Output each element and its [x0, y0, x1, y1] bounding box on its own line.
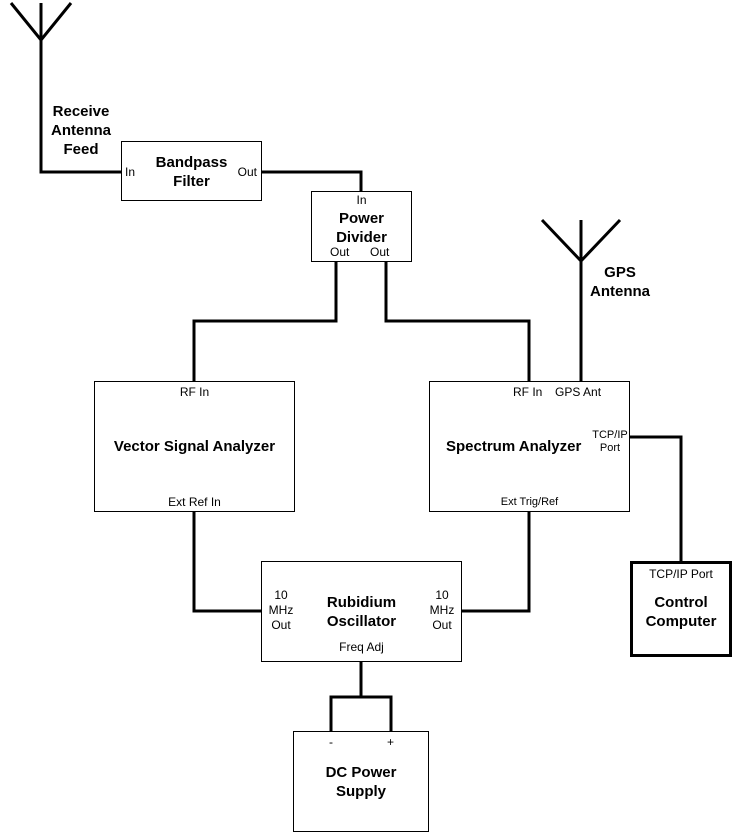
dc-plus-terminal: + — [387, 735, 395, 749]
wire-vsa-rubidium — [192, 510, 262, 613]
wire-rubidium-dc — [329, 661, 393, 732]
bandpass-filter-title: Bandpass Filter — [155, 154, 228, 190]
wire-filter-divider — [261, 170, 363, 192]
sa-rf-in-port: RF In — [513, 385, 543, 399]
receive-antenna-icon — [9, 2, 122, 174]
power-divider-in-port: In — [356, 193, 367, 207]
rubidium-freq-adj-port: Freq Adj — [339, 640, 384, 654]
spectrum-analyzer-block: RF In GPS Ant Spectrum Analyzer TCP/IP P… — [429, 381, 630, 512]
vsa-title: Vector Signal Analyzer — [113, 438, 276, 455]
gps-antenna-label: GPS Antenna — [590, 264, 650, 300]
vector-signal-analyzer-block: RF In Vector Signal Analyzer Ext Ref In — [94, 381, 295, 512]
power-divider-block: In Power Divider Out Out — [311, 191, 412, 262]
wire-tcpip — [628, 435, 683, 562]
rubidium-out-right-port: 10 MHz Out — [429, 588, 455, 632]
sa-gps-ant-port: GPS Ant — [555, 385, 602, 399]
receive-antenna-label: Receive Antenna Feed — [51, 103, 111, 158]
gps-antenna-icon — [540, 218, 622, 382]
wire-divider-sa — [384, 261, 531, 382]
rubidium-oscillator-block: 10 MHz Out 10 MHz Out Rubidium Oscillato… — [261, 561, 462, 662]
power-divider-out1-port: Out — [330, 245, 350, 259]
power-divider-out2-port: Out — [370, 245, 390, 259]
wire-divider-vsa — [192, 261, 338, 382]
vsa-ext-ref-in-port: Ext Ref In — [168, 495, 221, 509]
control-computer-title: Control Computer — [645, 594, 717, 630]
dc-minus-terminal: - — [329, 735, 333, 749]
dc-power-supply-title: DC Power Supply — [325, 764, 397, 800]
dc-power-supply-block: - + DC Power Supply — [293, 731, 429, 832]
sa-ext-trig-ref-port: Ext Trig/Ref — [500, 496, 559, 508]
power-divider-title: Power Divider — [336, 210, 387, 246]
vsa-rf-in-port: RF In — [179, 385, 210, 399]
bandpass-filter-out-port: Out — [237, 165, 257, 179]
bandpass-filter-block: Bandpass Filter In Out — [121, 141, 262, 201]
rubidium-title: Rubidium Oscillator — [326, 594, 397, 630]
sa-tcpip-port: TCP/IP Port — [592, 429, 628, 454]
rubidium-out-left-port: 10 MHz Out — [268, 588, 294, 632]
control-computer-tcpip-port: TCP/IP Port — [649, 567, 713, 581]
sa-title: Spectrum Analyzer — [446, 438, 582, 455]
wire-sa-rubidium — [461, 510, 531, 613]
control-computer-block: TCP/IP Port Control Computer — [630, 561, 732, 657]
bandpass-filter-in-port: In — [125, 165, 136, 179]
